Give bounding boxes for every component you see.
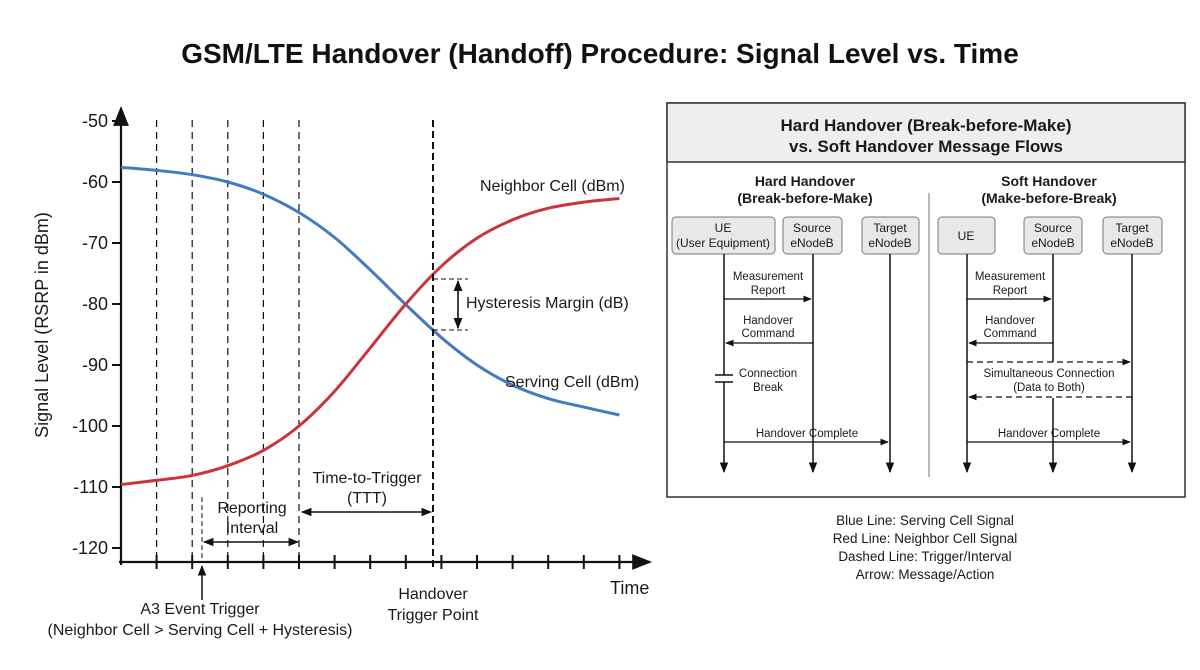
panel-title: Hard Handover (Break-before-Make) (781, 116, 1072, 135)
svg-text:eNodeB: eNodeB (1031, 236, 1074, 250)
hard-handover-subtitle: (Break-before-Make) (737, 190, 872, 206)
soft-handover-subtitle: (Make-before-Break) (981, 190, 1116, 206)
svg-text:eNodeB: eNodeB (790, 236, 833, 250)
svg-text:Simultaneous Connection: Simultaneous Connection (983, 368, 1114, 380)
neighbor-series-label: Neighbor Cell (dBm) (480, 178, 625, 195)
y-tick-label: -110 (73, 477, 108, 497)
serving-cell-line (120, 165, 620, 417)
svg-text:(Data to Both): (Data to Both) (1013, 382, 1085, 394)
interval-dashed-lines (156, 120, 300, 558)
y-tick-label: -100 (72, 416, 108, 436)
svg-text:Command: Command (741, 328, 794, 340)
neighbor-cell-line (120, 196, 620, 487)
svg-text:Target: Target (1115, 221, 1149, 235)
y-tick-label: -60 (82, 172, 108, 192)
panel-header (666, 102, 1186, 163)
hysteresis-bracket (433, 278, 468, 331)
serving-series-label: Serving Cell (dBm) (505, 374, 639, 391)
hard-source-enodeb-node: Source eNodeB (782, 216, 843, 255)
svg-text:Measurement: Measurement (733, 271, 804, 283)
svg-text:eNodeB: eNodeB (1110, 236, 1153, 250)
legend-item-red: Red Line: Neighbor Cell Signal (832, 531, 1018, 546)
hard-handover-title: Hard Handover (755, 173, 856, 189)
soft-ue-node: UE (937, 216, 996, 255)
legend-item-arrow: Arrow: Message/Action (855, 567, 995, 582)
svg-text:Report: Report (993, 285, 1028, 297)
y-tick-label: -70 (82, 233, 108, 253)
svg-text:Handover: Handover (985, 315, 1035, 327)
svg-text:Report: Report (751, 285, 786, 297)
svg-text:Break: Break (753, 382, 783, 394)
svg-text:eNodeB: eNodeB (868, 236, 911, 250)
reporting-interval-label-2: Interval (226, 520, 278, 537)
legend-item-dashed: Dashed Line: Trigger/Interval (838, 549, 1012, 564)
hard-ue-node: UE (User Equipment) (671, 216, 776, 255)
svg-text:Source: Source (1034, 221, 1072, 235)
svg-text:Command: Command (983, 328, 1036, 340)
a3-event-condition: (Neighbor Cell > Serving Cell + Hysteres… (48, 622, 353, 639)
handover-trigger-label: Handover (398, 586, 468, 603)
svg-text:UE: UE (715, 221, 732, 235)
svg-text:Measurement: Measurement (975, 271, 1046, 283)
hard-target-enodeb-node: Target eNodeB (861, 216, 920, 255)
x-axis-label: Time (610, 578, 649, 598)
y-axis-label: Signal Level (RSRP in dBm) (32, 212, 52, 438)
handover-trigger-label-2: Trigger Point (388, 607, 480, 624)
svg-text:Handover Complete: Handover Complete (998, 428, 1100, 440)
y-axis-ticks: -50 -60 -70 -80 -90 -100 -110 -120 (72, 111, 121, 558)
ttt-label-abbrev: (TTT) (347, 490, 387, 507)
y-tick-label: -120 (72, 538, 108, 558)
soft-source-enodeb-node: Source eNodeB (1023, 216, 1083, 255)
ttt-label: Time-to-Trigger (312, 470, 422, 487)
svg-text:Connection: Connection (739, 368, 797, 380)
y-tick-label: -90 (82, 355, 108, 375)
a3-event-label: A3 Event Trigger (140, 601, 260, 618)
panel-title-2: vs. Soft Handover Message Flows (789, 137, 1063, 156)
soft-handover-title: Soft Handover (1001, 173, 1097, 189)
handover-comparison-panel: Hard Handover (Break-before-Make) vs. So… (666, 102, 1186, 498)
svg-text:UE: UE (958, 229, 975, 243)
y-tick-label: -50 (82, 111, 108, 131)
svg-text:Handover Complete: Handover Complete (756, 428, 858, 440)
reporting-interval-label: Reporting (217, 500, 286, 517)
legend-item-blue: Blue Line: Serving Cell Signal (836, 513, 1014, 528)
page-title: GSM/LTE Handover (Handoff) Procedure: Si… (181, 38, 1019, 69)
svg-text:(User Equipment): (User Equipment) (676, 236, 770, 250)
svg-text:Handover: Handover (743, 315, 793, 327)
svg-text:Target: Target (873, 221, 907, 235)
svg-text:Source: Source (793, 221, 831, 235)
soft-target-enodeb-node: Target eNodeB (1102, 216, 1163, 255)
signal-chart: -50 -60 -70 -80 -90 -100 -110 -120 Signal Level… (32, 106, 652, 639)
hysteresis-label: Hysteresis Margin (dB) (466, 295, 629, 312)
y-tick-label: -80 (82, 294, 108, 314)
